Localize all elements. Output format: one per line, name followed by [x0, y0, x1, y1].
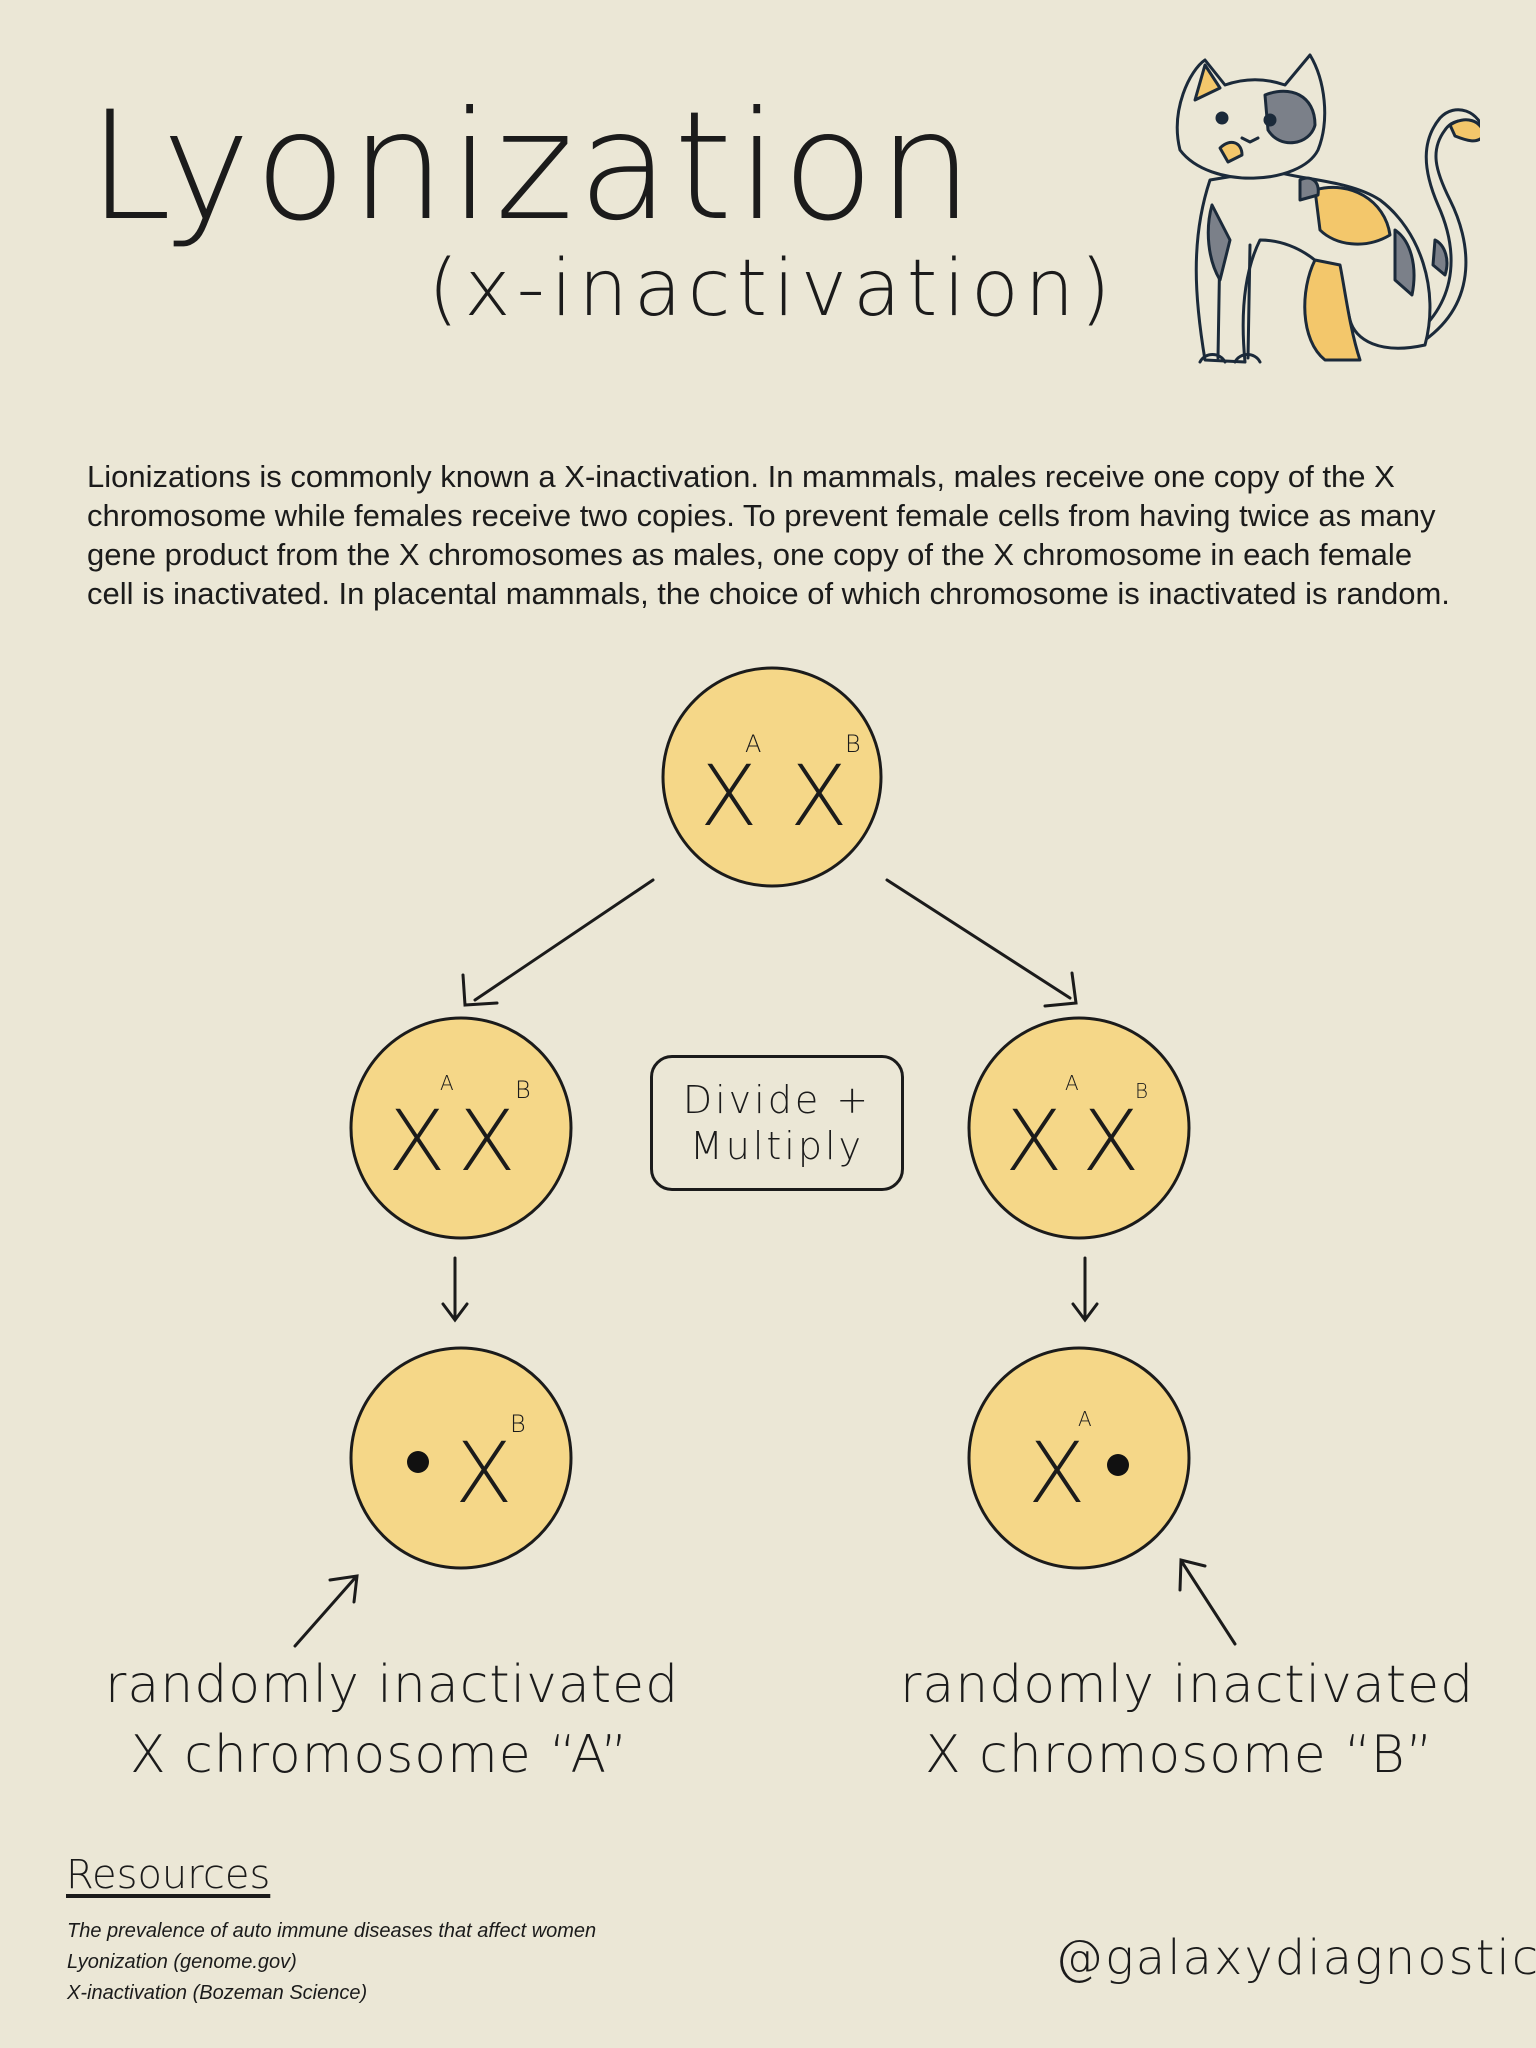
left-active-x-allele: B: [510, 1410, 526, 1438]
arrow-to-left-cell: [461, 878, 655, 1007]
left-inactivated-cell: [349, 1346, 573, 1570]
barr-body-right: [1107, 1454, 1129, 1476]
resource-item[interactable]: X-inactivation (Bozeman Science): [67, 1982, 368, 2004]
left-cell-x2: X: [458, 1092, 516, 1190]
divide-label-line2: Multiply: [689, 1124, 865, 1168]
left-daughter-cell: [349, 1016, 573, 1240]
divide-multiply-label: Divide + Multiply: [650, 1055, 904, 1191]
right-cell-x1-allele: A: [1065, 1071, 1079, 1095]
right-daughter-cell: [967, 1016, 1191, 1240]
resources-list: The prevalence of auto immune diseases t…: [67, 1916, 596, 2009]
divide-label-line1: Divide +: [682, 1078, 872, 1122]
social-handle: @galaxydiagnostics: [1055, 1930, 1536, 1986]
resource-item[interactable]: The prevalence of auto immune diseases t…: [67, 1920, 597, 1942]
resources-heading: Resources: [66, 1852, 271, 1898]
right-inactivation-label: randomly inactivated X chromosome “B”: [900, 1650, 1474, 1790]
left-cell-x1: X: [388, 1092, 446, 1190]
right-cell-x2-allele: B: [1135, 1079, 1148, 1103]
parent-x2-allele: B: [845, 730, 861, 758]
right-label-line1: randomly inactivated: [900, 1655, 1475, 1715]
resource-item[interactable]: Lyonization (genome.gov): [67, 1951, 297, 1973]
right-active-x: X: [1028, 1424, 1086, 1522]
arrow-down-right: [1071, 1256, 1099, 1323]
right-active-x-allele: A: [1078, 1407, 1092, 1431]
parent-cell: [661, 666, 883, 888]
arrow-to-left-label: [293, 1574, 359, 1648]
right-inactivated-cell: [967, 1346, 1191, 1570]
arrow-to-right-cell: [885, 878, 1078, 1008]
left-label-line1: randomly inactivated: [105, 1655, 680, 1715]
right-label-line2: X chromosome “B”: [925, 1725, 1434, 1785]
barr-body-left: [407, 1451, 429, 1473]
right-cell-x1: X: [1005, 1092, 1063, 1190]
arrow-to-right-label: [1178, 1558, 1237, 1646]
left-active-x: X: [455, 1424, 513, 1522]
parent-x2: X: [790, 747, 848, 845]
parent-x1: X: [700, 747, 758, 845]
page-subtitle: (x-inactivation): [428, 244, 1117, 334]
parent-x1-allele: A: [745, 730, 761, 758]
left-label-line2: X chromosome “A”: [130, 1725, 629, 1785]
left-cell-x2-allele: B: [515, 1076, 531, 1104]
arrow-down-left: [441, 1256, 469, 1323]
right-cell-x2: X: [1082, 1092, 1140, 1190]
left-cell-x1-allele: A: [440, 1071, 454, 1095]
left-inactivation-label: randomly inactivated X chromosome “A”: [105, 1650, 679, 1790]
calico-cat-illustration: [1175, 53, 1480, 364]
intro-paragraph: Lionizations is commonly known a X-inact…: [87, 459, 1450, 611]
page-title: Lyonization: [88, 80, 978, 254]
